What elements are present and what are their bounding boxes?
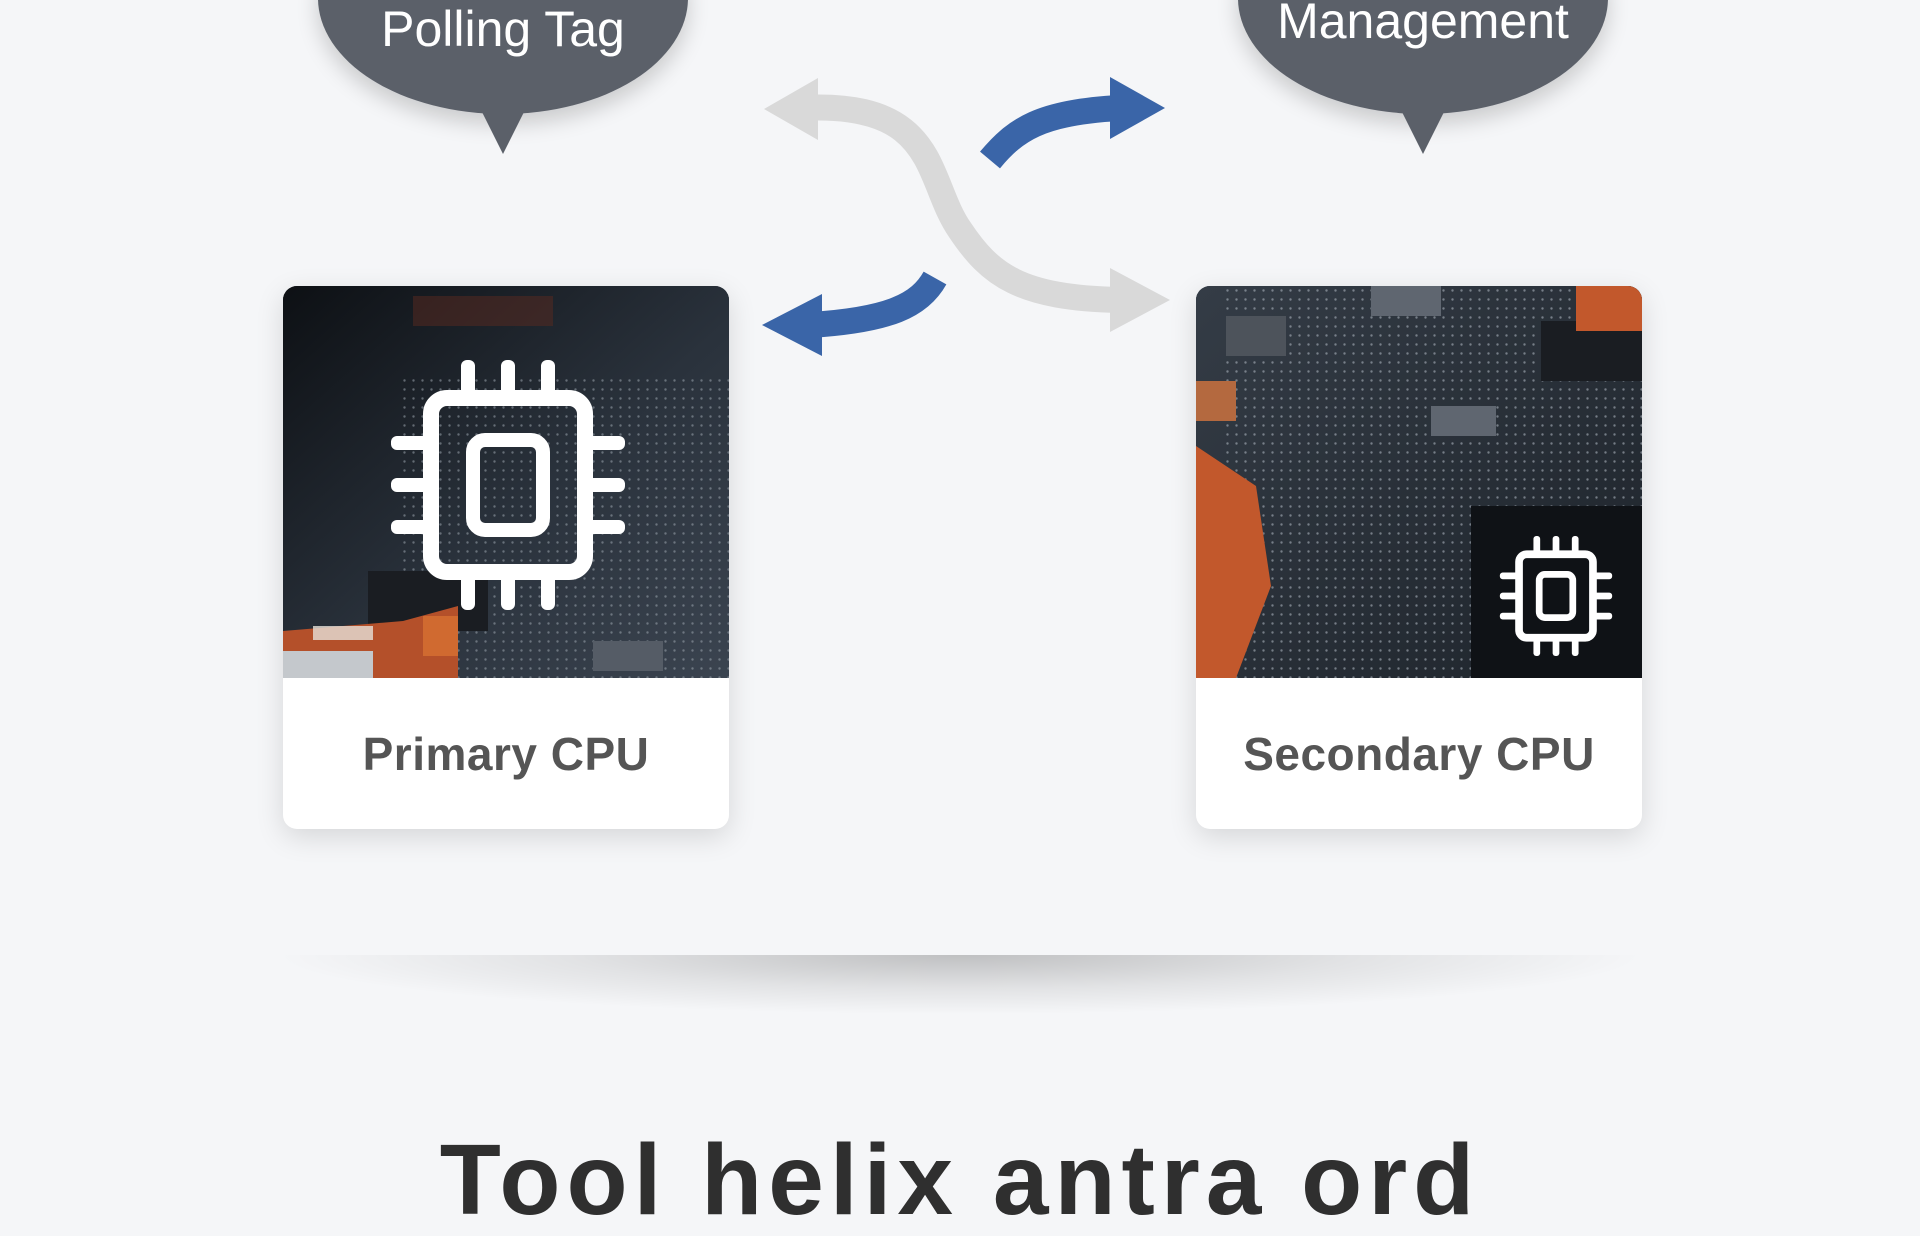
secondary-cpu-label: Secondary CPU — [1243, 727, 1595, 780]
gray-arrowhead-right — [1110, 268, 1170, 332]
gray-arrowhead-left — [764, 78, 818, 140]
page-heading: Tool helix antra ord — [439, 1124, 1481, 1236]
polling-tag-bubble: Polling Tag — [318, 0, 688, 154]
management-text: Management — [1277, 0, 1569, 49]
cpu-chip-icon — [1499, 536, 1613, 656]
floor-shadow — [270, 955, 1650, 1015]
primary-cpu-card: Primary CPU — [283, 286, 729, 829]
primary-cpu-label: Primary CPU — [362, 727, 650, 780]
polling-tag-text: Polling Tag — [381, 1, 625, 57]
blue-arrowhead-left — [762, 294, 822, 356]
circuit-board-photo — [283, 286, 729, 678]
cpu-chip-icon — [391, 360, 625, 610]
exchange-arrows — [762, 77, 1170, 356]
blue-arrow-left — [809, 271, 947, 338]
bubble-tail — [1401, 110, 1445, 154]
gray-s-curve-arrow — [799, 94, 1121, 313]
management-bubble: Management — [1238, 0, 1608, 154]
blue-arrow-right — [980, 95, 1121, 169]
blue-arrowhead-right — [1110, 77, 1165, 139]
secondary-cpu-card: Secondary CPU — [1196, 286, 1642, 829]
bubble-tail — [481, 110, 525, 154]
circuit-board-photo — [1196, 286, 1642, 678]
